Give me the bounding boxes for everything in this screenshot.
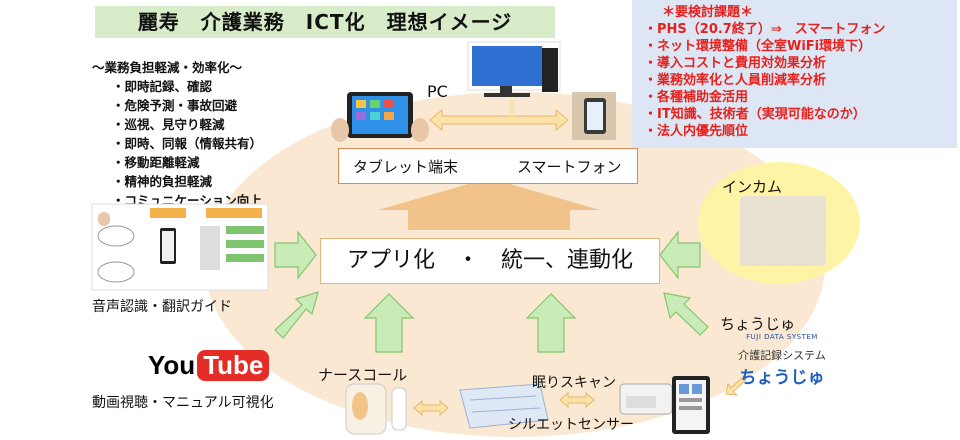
arrow-from-nurse-call bbox=[363, 293, 415, 353]
issue-item: ・IT知識、技術者（実現可能なのか） bbox=[644, 107, 866, 122]
pc-link-arrows bbox=[429, 100, 569, 132]
intercom-label: インカム bbox=[722, 178, 783, 196]
goal-item: ・即時、同報（情報共有） bbox=[112, 136, 263, 151]
pc-label: PC bbox=[427, 82, 448, 101]
goals-heading: 〜業務負担軽減・効率化〜 bbox=[92, 60, 243, 75]
voice-guide-label: 音声認識・翻訳ガイド bbox=[92, 299, 232, 315]
tablet-label: タブレット端末 bbox=[353, 158, 459, 176]
green-arrows bbox=[274, 230, 709, 353]
goal-item: ・危険予測・事故回避 bbox=[112, 98, 238, 113]
goal-item: ・精神的負担軽減 bbox=[112, 174, 213, 189]
issue-item: ・業務効率化と人員削減率分析 bbox=[644, 73, 827, 88]
nurse-call-device-icon bbox=[345, 383, 407, 435]
arrow-from-choujyu bbox=[663, 292, 709, 336]
youtube-tube-text: Tube bbox=[197, 350, 270, 381]
fuji-system-name: 介護記録システム bbox=[738, 349, 826, 362]
record-tablet-icon bbox=[672, 376, 710, 434]
page-title: 麗寿 介護業務 ICT化 理想イメージ bbox=[95, 6, 555, 38]
goals-list: 〜業務負担軽減・効率化〜 ・即時記録、確認 ・危険予測・事故回避 ・巡視、見守り… bbox=[92, 58, 262, 210]
goal-item: ・巡視、見守り軽減 bbox=[112, 117, 225, 132]
nurse-call-label: ナースコール bbox=[318, 366, 408, 384]
intercom-photo bbox=[740, 196, 826, 266]
device-box: タブレット端末 スマートフォン bbox=[338, 148, 638, 184]
bottom-link-arrows bbox=[413, 375, 747, 417]
video-label: 動画視聴・マニュアル可視化 bbox=[92, 395, 274, 411]
pc-icon bbox=[467, 41, 561, 97]
choujyu-label: ちょうじゅ bbox=[720, 315, 796, 333]
arrow-from-voice bbox=[274, 230, 317, 280]
silhouette-sensor-icon bbox=[459, 383, 549, 429]
issues-heading: ＊要検討課題＊ bbox=[662, 5, 754, 20]
fuji-product-name: ちょうじゅ bbox=[739, 368, 825, 388]
smartphone-photo-icon bbox=[572, 92, 616, 140]
sleep-scan-label: 眠りスキャン bbox=[532, 375, 616, 391]
voice-guide-illustration bbox=[91, 203, 269, 291]
issues-panel: ＊要検討課題＊ ・PHS（20.7終了）⇒ スマートフォン ・ネット環境整備（全… bbox=[632, 0, 957, 148]
issue-item: ・法人内優先順位 bbox=[644, 124, 749, 139]
arrow-from-video bbox=[274, 291, 319, 339]
tablet-icon bbox=[331, 92, 429, 142]
issue-item: ・ネット環境整備（全室WiFi環境下） bbox=[644, 39, 872, 54]
goal-item: ・即時記録、確認 bbox=[112, 79, 213, 94]
sleep-scan-device-icon bbox=[619, 383, 673, 415]
arrow-from-sleep-scan bbox=[525, 293, 577, 353]
issue-item: ・各種補助金活用 bbox=[644, 90, 749, 105]
upward-arrow bbox=[378, 178, 600, 230]
silhouette-sensor-label: シルエットセンサー bbox=[508, 417, 634, 433]
arrow-from-intercom bbox=[659, 230, 701, 280]
youtube-you-text: You bbox=[148, 350, 196, 380]
goal-item: ・移動距離軽減 bbox=[112, 155, 200, 170]
issue-item: ・PHS（20.7終了）⇒ スマートフォン bbox=[644, 22, 886, 37]
smartphone-label: スマートフォン bbox=[517, 158, 622, 176]
center-goal-box: アプリ化 ・ 統一、連動化 bbox=[320, 238, 660, 284]
fuji-brand: FUJI DATA SYSTEM bbox=[746, 333, 818, 341]
fuji-data-logo: FUJI DATA SYSTEM 介護記録システム ちょうじゅ bbox=[728, 333, 836, 388]
issue-item: ・導入コストと費用対効果分析 bbox=[644, 56, 827, 71]
